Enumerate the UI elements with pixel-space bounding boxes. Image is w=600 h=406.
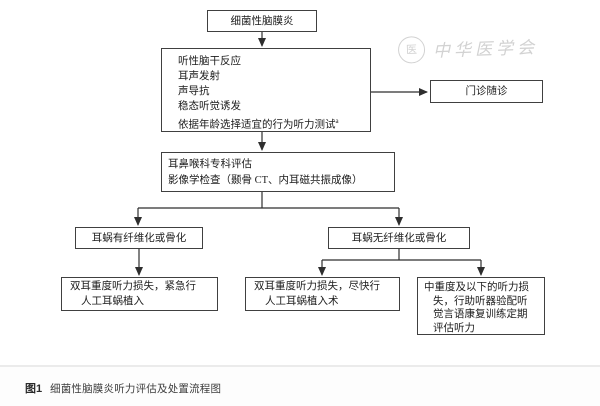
node-label: 耳蜗有纤维化或骨化	[91, 232, 187, 244]
test-line: 耳声发射	[178, 71, 220, 82]
node-label: 耳蜗无纤维化或骨化	[351, 232, 447, 244]
node-line: 人工耳蜗植入	[81, 295, 144, 307]
footnote-marker: a	[335, 117, 339, 125]
node-label: 门诊随诊	[465, 86, 508, 97]
node-label: 细菌性脑膜炎	[230, 15, 294, 27]
ent-line: 影像学检查（颞骨 CT、内耳磁共振成像）	[168, 175, 363, 186]
figure-title: 细菌性脑膜炎听力评估及处置流程图	[50, 383, 222, 395]
figure-caption-bar: 图1 细菌性脑膜炎听力评估及处置流程图	[0, 365, 600, 406]
node-line: 双耳重度听力损失，尽快行	[254, 281, 380, 292]
test-line: 依据年龄选择适宜的行为听力测试a	[178, 114, 364, 133]
node-line: 中重度及以下的听力损	[424, 282, 529, 293]
node-line: 觉言语康复训练定期	[433, 309, 528, 320]
test-line: 声导抗	[178, 86, 210, 97]
node-line: 人工耳蜗植入术	[265, 295, 339, 307]
ent-line: 耳鼻喉科专科评估	[168, 159, 252, 170]
node-outpatient-followup: 门诊随诊	[430, 80, 543, 103]
node-urgent-cochlear-implant: 双耳重度听力损失，紧急行 人工耳蜗植入	[61, 277, 218, 311]
test-line: 稳态听觉诱发	[178, 101, 241, 112]
figure-label: 图1	[25, 383, 43, 395]
test-line-text: 依据年龄选择适宜的行为听力测试	[178, 119, 336, 131]
node-hearing-aid-rehab: 中重度及以下的听力损 失，行助听器验配听 觉言语康复训练定期 评估听力	[417, 277, 545, 335]
node-audiology-tests: 听性脑干反应 耳声发射 声导抗 稳态听觉诱发 依据年龄选择适宜的行为听力测试a	[161, 48, 371, 132]
node-line: 双耳重度听力损失，紧急行	[70, 281, 196, 292]
node-cochlea-fibrosis: 耳蜗有纤维化或骨化	[75, 227, 203, 249]
node-bacterial-meningitis: 细菌性脑膜炎	[207, 10, 317, 32]
node-line: 失，行助听器验配听	[433, 295, 528, 307]
node-cochlea-no-fibrosis: 耳蜗无纤维化或骨化	[328, 227, 470, 249]
node-asap-cochlear-implant: 双耳重度听力损失，尽快行 人工耳蜗植入术	[245, 277, 400, 311]
node-line: 评估听力	[433, 322, 475, 334]
node-ent-evaluation: 耳鼻喉科专科评估 影像学检查（颞骨 CT、内耳磁共振成像）	[161, 152, 395, 192]
test-line: 听性脑干反应	[178, 56, 241, 67]
